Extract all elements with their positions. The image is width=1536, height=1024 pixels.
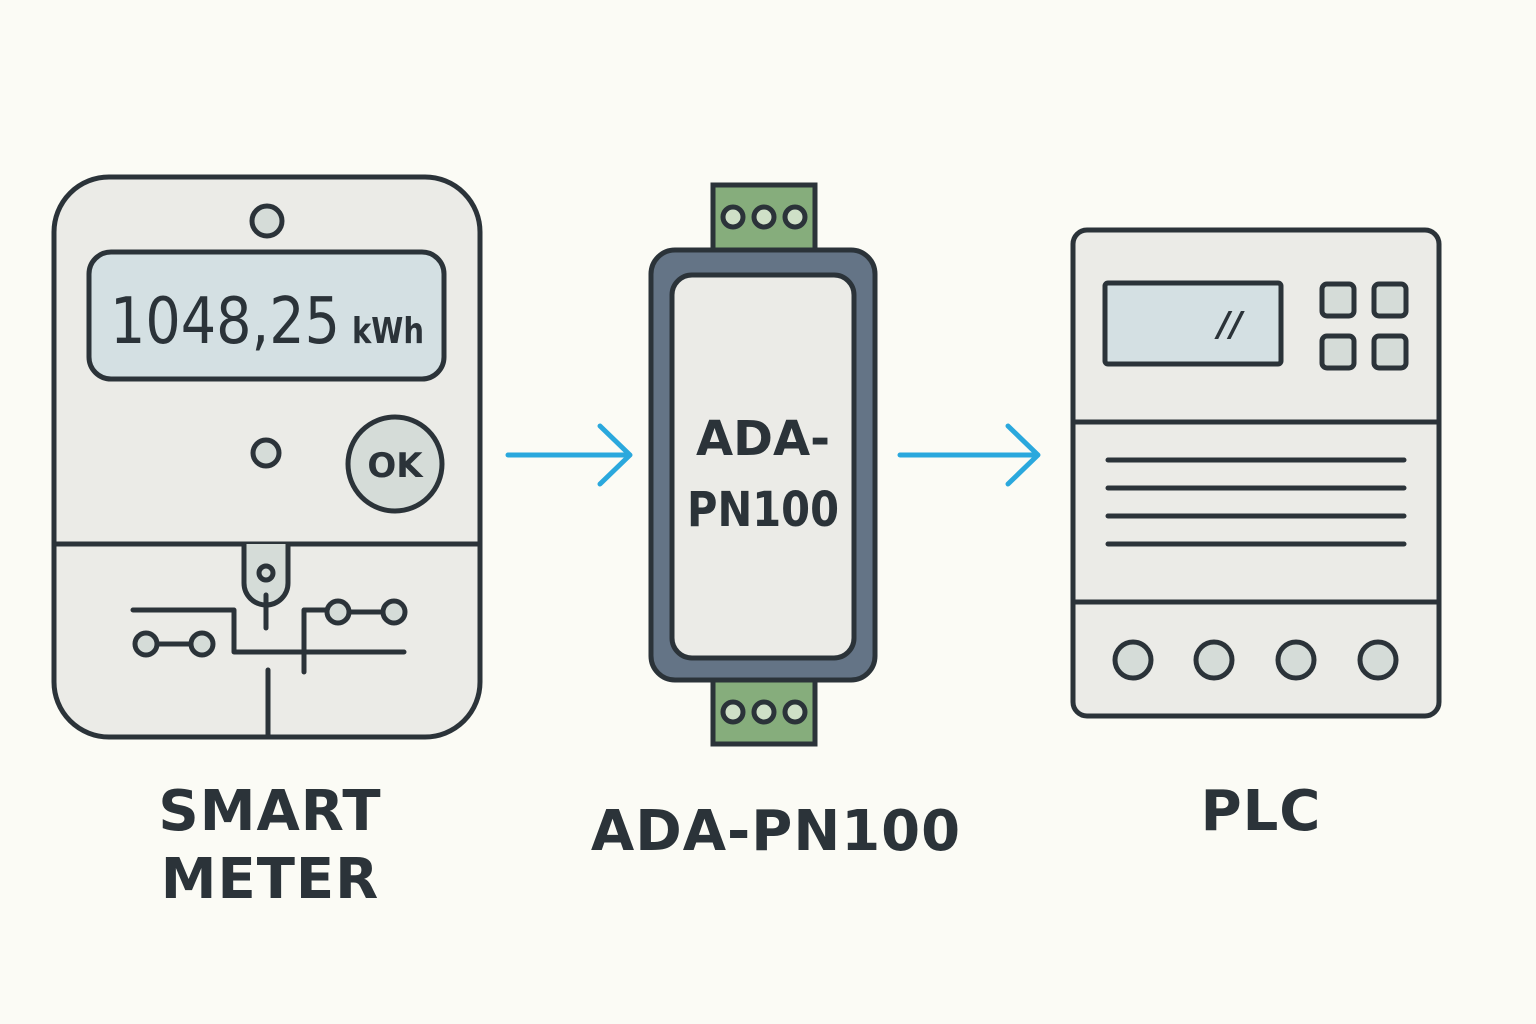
plc-keypad	[1319, 281, 1409, 371]
arrow-right-icon	[505, 423, 633, 487]
meter-reading-unit: kWh	[352, 311, 424, 352]
smart-meter-label-line1: SMART	[158, 779, 382, 844]
adapter-body-text-line1: ADA-	[696, 411, 830, 467]
meter-reading-value: 1048,25	[110, 285, 340, 359]
plc-key[interactable]	[1319, 281, 1357, 319]
plc-device: //	[1070, 227, 1442, 719]
adapter-faceplate	[669, 272, 857, 661]
meter-display	[86, 249, 447, 382]
plc-io-port-icon	[1193, 639, 1235, 681]
smart-meter-label: SMART METER	[120, 778, 420, 914]
meter-ok-button-label: OK	[367, 446, 424, 486]
plc-label: PLC	[1200, 779, 1322, 844]
plc-io-port-icon	[1357, 639, 1399, 681]
plc-vent-lines	[1105, 457, 1407, 547]
plc-key[interactable]	[1371, 281, 1409, 319]
adapter-body-text-line2: PN100	[687, 482, 839, 538]
plc-key[interactable]	[1371, 333, 1409, 371]
arrow-right-icon	[897, 423, 1041, 487]
plc-io-connectors	[1112, 639, 1399, 681]
meter-top-screw-icon	[249, 203, 285, 239]
plc-io-port-icon	[1275, 639, 1317, 681]
adapter-bottom-terminal-icon	[710, 675, 818, 747]
adapter-device: ADA- PN100	[648, 182, 878, 747]
plc-display	[1102, 280, 1284, 367]
adapter-top-terminal-icon	[710, 182, 818, 254]
meter-ok-button[interactable]: OK	[345, 414, 445, 514]
smart-meter-label-line2: METER	[160, 847, 380, 912]
plc-io-port-icon	[1112, 639, 1154, 681]
meter-indicator-led-icon	[250, 437, 282, 469]
smart-meter: 1048,25 kWh OK	[51, 174, 483, 740]
meter-circuit-icon	[130, 541, 408, 738]
plc-key[interactable]	[1319, 333, 1357, 371]
plc-display-glyph: //	[1214, 305, 1245, 345]
adapter-label: ADA-PN100	[590, 799, 962, 864]
